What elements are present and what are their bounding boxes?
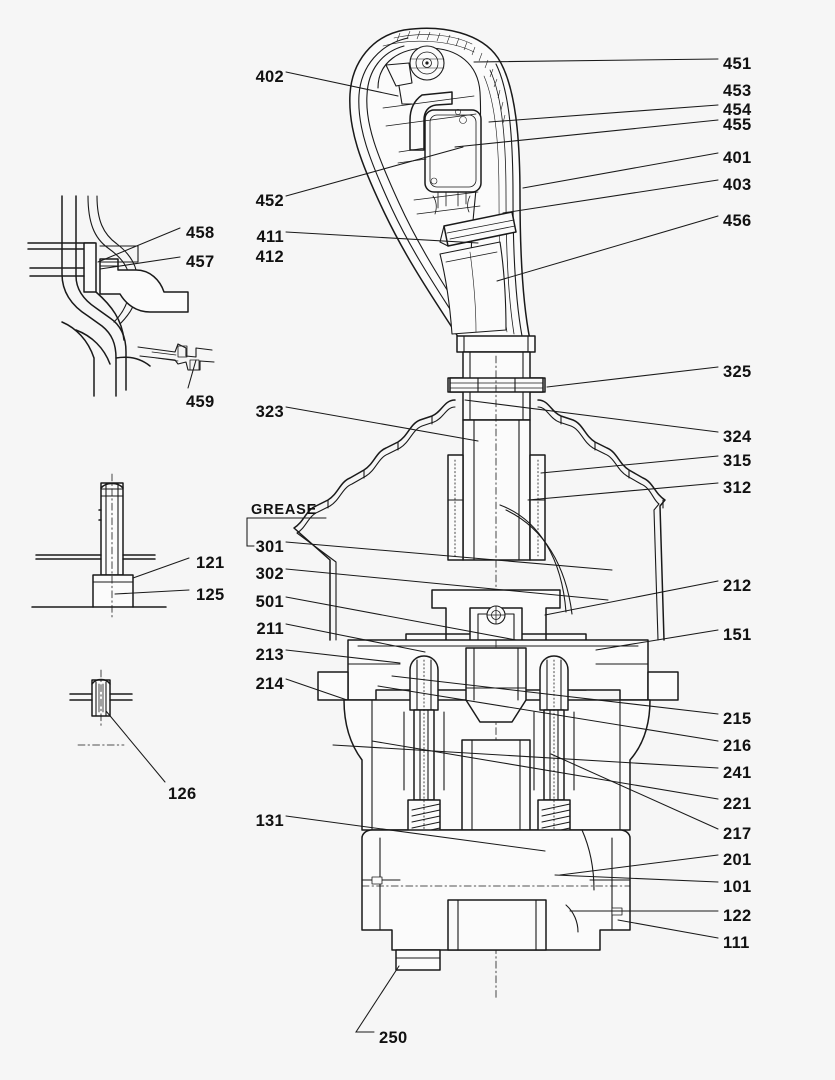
callout-125: 125 — [196, 586, 224, 604]
lower-case-flange — [361, 829, 631, 971]
callout-215: 215 — [723, 710, 751, 728]
callout-459: 459 — [186, 393, 214, 411]
shaft-clamp-ring — [449, 377, 544, 393]
callout-312: 312 — [723, 479, 751, 497]
callout-111: 111 — [723, 934, 750, 952]
callout-451: 451 — [723, 55, 751, 73]
inset-bolt-detail — [31, 473, 167, 621]
callout-324: 324 — [723, 428, 752, 446]
callout-302: 302 — [256, 565, 284, 583]
callout-101: 101 — [723, 878, 751, 896]
callout-411: 411 — [256, 228, 284, 246]
callout-131: 131 — [256, 812, 284, 830]
callout-250: 250 — [379, 1029, 407, 1047]
knob-top-texture — [396, 30, 506, 124]
callout-412: 412 — [256, 248, 284, 266]
lever-shaft-lower — [447, 454, 573, 615]
callout-315: 315 — [723, 452, 751, 470]
callout-455: 455 — [723, 116, 751, 134]
callout-325: 325 — [723, 363, 751, 381]
center-plunger — [461, 647, 531, 831]
leader-lines — [97, 58, 719, 1033]
callout-212: 212 — [723, 577, 751, 595]
callout-403: 403 — [723, 176, 751, 194]
inset-boot-detail — [27, 195, 215, 397]
shift-boot-bellows — [293, 399, 666, 641]
callout-401: 401 — [723, 149, 751, 167]
callout-501: 501 — [256, 593, 284, 611]
callout-122: 122 — [723, 907, 751, 925]
callout-454: 454 — [723, 101, 752, 119]
callout-402: 402 — [256, 68, 284, 86]
callout-452: 452 — [256, 192, 284, 210]
callout-121: 121 — [196, 554, 224, 572]
callout-453: 453 — [723, 82, 751, 100]
knob-slider-bar — [443, 211, 517, 247]
knob-inner-module — [424, 109, 482, 193]
callout-457: 457 — [186, 253, 214, 271]
callout-458: 458 — [186, 224, 214, 242]
callout-456: 456 — [723, 212, 751, 230]
grease-note: GREASE — [251, 502, 317, 518]
shift-lever-knob-assembly — [349, 27, 536, 353]
callout-126: 126 — [168, 785, 196, 803]
inset-fastener — [137, 343, 215, 371]
callout-213: 213 — [256, 646, 284, 664]
callout-241: 241 — [723, 764, 751, 782]
callout-201: 201 — [723, 851, 751, 869]
callout-214: 214 — [256, 675, 285, 693]
lever-shaft-upper — [447, 351, 546, 641]
callout-221: 221 — [723, 795, 751, 813]
callout-151: 151 — [723, 626, 751, 644]
callout-301: 301 — [256, 538, 284, 556]
callout-211: 211 — [256, 620, 284, 638]
callout-labels: GREASE 402 452 411 412 451 453 454 455 4… — [168, 55, 752, 1047]
callout-323: 323 — [256, 403, 284, 421]
callout-216: 216 — [723, 737, 751, 755]
callout-217: 217 — [723, 825, 751, 843]
grease-bracket — [246, 517, 327, 547]
